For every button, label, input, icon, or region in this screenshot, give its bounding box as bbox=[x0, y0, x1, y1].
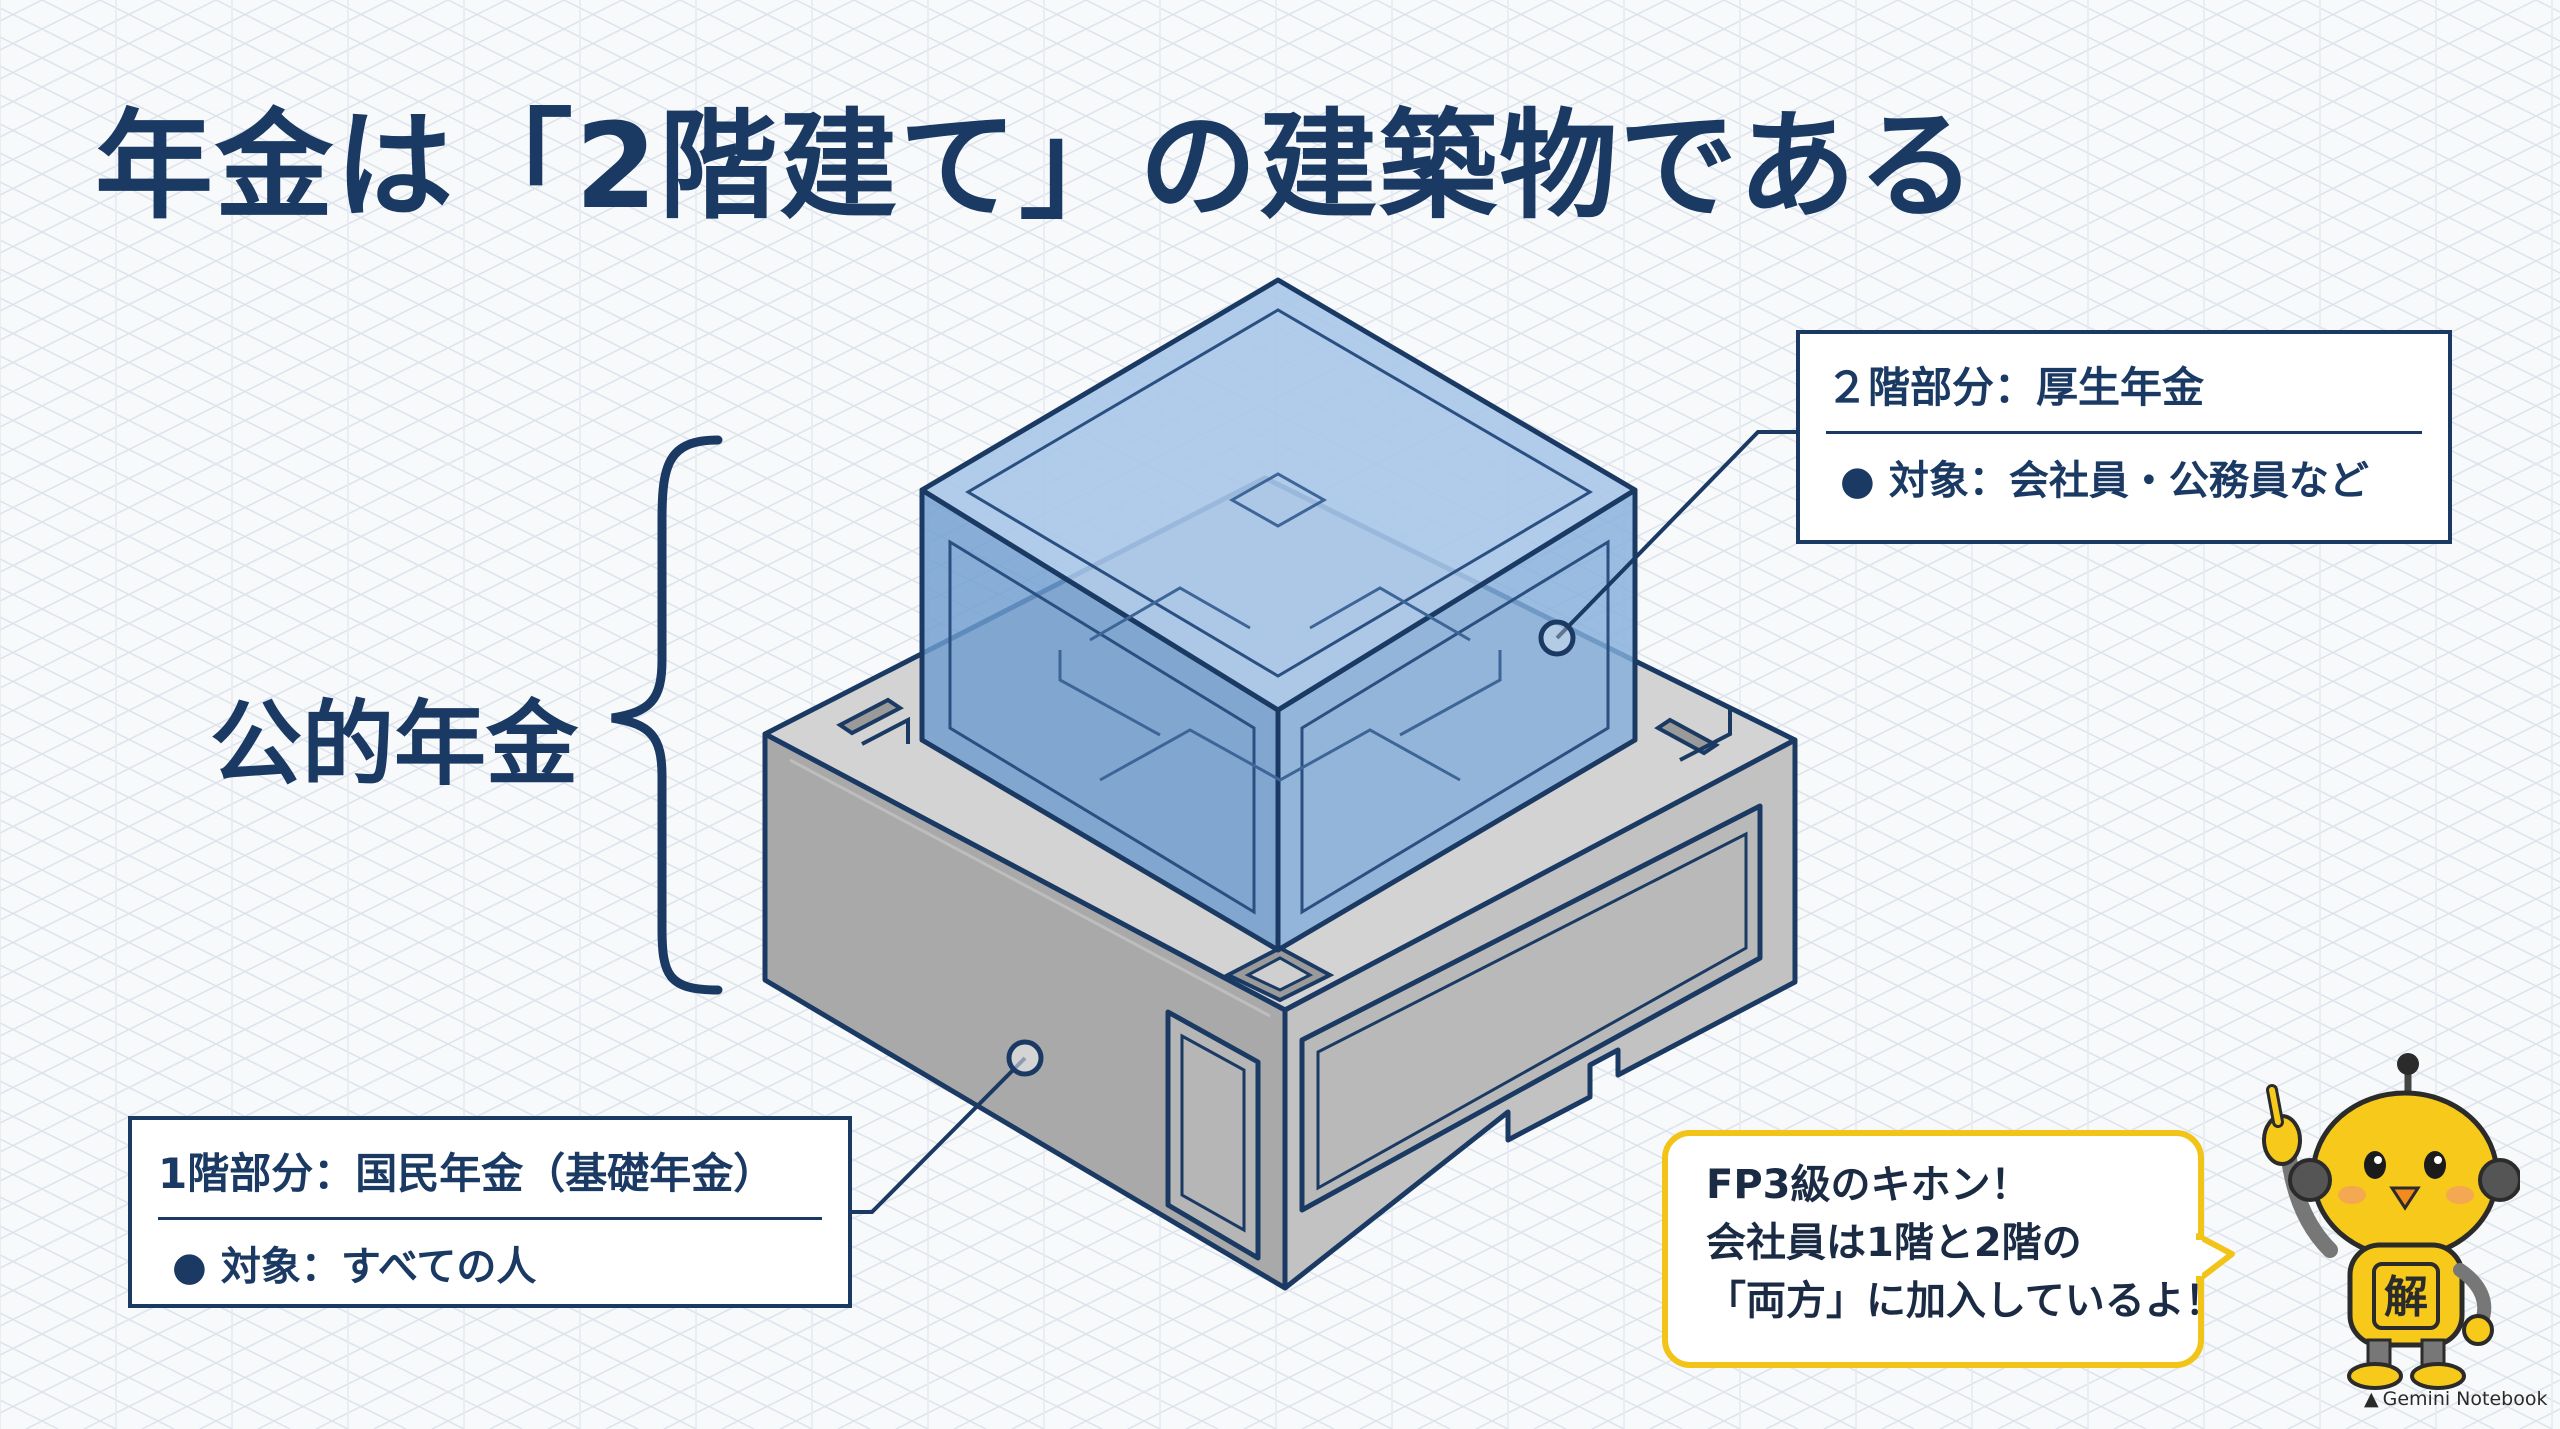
curly-brace bbox=[611, 435, 723, 995]
callout-first-floor-bullet: ● 対象：すべての人 bbox=[172, 1244, 537, 1290]
public-pension-label: 公的年金 bbox=[210, 691, 579, 798]
callout-second-floor: ２階部分：厚生年金 ● 対象：会社員・公務員など bbox=[1796, 330, 2452, 544]
page-title: 年金は「2階建て」の建築物である bbox=[95, 97, 1978, 235]
callout-second-floor-bullet: ● 対象：会社員・公務員など bbox=[1840, 458, 2369, 504]
watermark-text: Gemini Notebook bbox=[2382, 1388, 2548, 1410]
second-floor-glass-block bbox=[919, 277, 1638, 953]
mascot-badge-text: 解 bbox=[2384, 1272, 2428, 1323]
speech-bubble-tail bbox=[2196, 1233, 2235, 1283]
speech-bubble: FP3級のキホン！ 会社員は1階と2階の 「両方」に加入しているよ！ bbox=[1662, 1130, 2225, 1368]
leader-line-1f bbox=[852, 1039, 1044, 1214]
leader-line-2f bbox=[1538, 430, 1796, 657]
speech-line-1: FP3級のキホン！ bbox=[1706, 1162, 2031, 1208]
callout-second-floor-heading: ２階部分：厚生年金 bbox=[1826, 334, 2422, 434]
callout-first-floor-heading: 1階部分：国民年金（基礎年金） bbox=[158, 1120, 822, 1220]
watermark: ▲Gemini Notebook bbox=[2364, 1388, 2547, 1410]
speech-line-3: 「両方」に加入しているよ！ bbox=[1706, 1278, 2225, 1324]
mascot-robot-chick: 解 bbox=[2262, 1053, 2520, 1390]
speech-line-2: 会社員は1階と2階の bbox=[1706, 1220, 2082, 1266]
callout-first-floor: 1階部分：国民年金（基礎年金） ● 対象：すべての人 bbox=[128, 1116, 852, 1308]
notebook-logo-icon: ▲ bbox=[2364, 1388, 2379, 1410]
